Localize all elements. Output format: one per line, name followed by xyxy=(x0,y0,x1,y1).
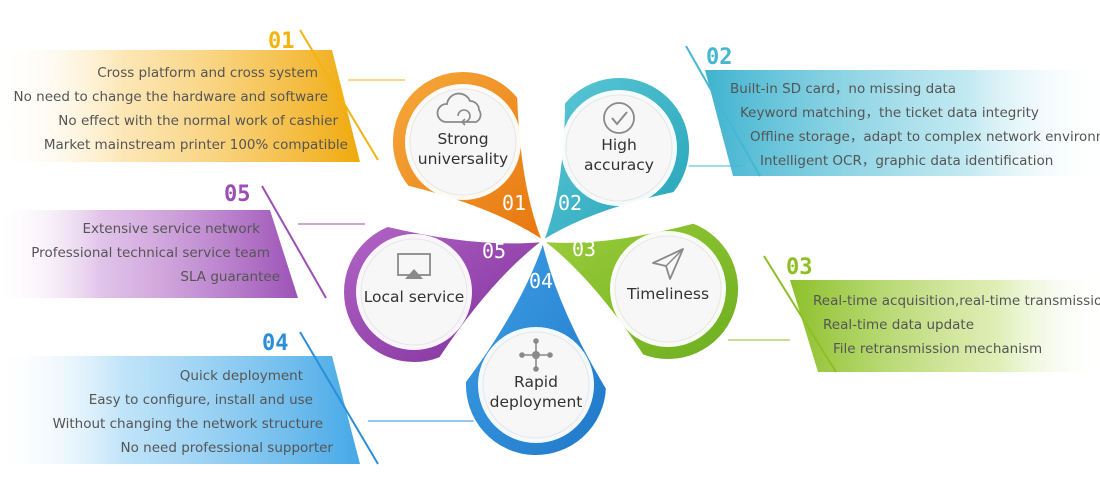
feature-item-04-3: Without changing the network structure xyxy=(53,416,323,432)
feature-band-02 xyxy=(705,70,1100,176)
feature-band-03 xyxy=(790,280,1100,372)
feature-item-02-4: Intelligent OCR，graphic data identificat… xyxy=(760,153,1053,169)
screen-cast-icon xyxy=(397,253,431,279)
feature-circle-01 xyxy=(409,88,517,196)
feature-item-01-2: No need to change the hardware and softw… xyxy=(14,89,328,105)
feature-item-01-1: Cross platform and cross system xyxy=(97,65,318,81)
paper-plane-icon xyxy=(652,248,684,280)
feature-circle-03 xyxy=(614,235,722,343)
section-number-03: 03 xyxy=(786,255,813,280)
feature-title-04-line-1: Rapid xyxy=(514,373,558,391)
accent-slash-02 xyxy=(685,45,761,177)
feature-item-04-2: Easy to configure, install and use xyxy=(89,392,313,408)
petal-number-01: 01 xyxy=(502,191,526,215)
feature-item-05-1: Extensive service network xyxy=(82,221,260,237)
feature-item-02-3: Offline storage，adapt to complex network… xyxy=(750,129,1100,145)
feature-title-03-line-1: Timeliness xyxy=(626,285,709,303)
feature-item-04-4: No need professional supporter xyxy=(121,440,334,456)
feature-item-04-1: Quick deployment xyxy=(180,368,303,384)
section-number-01: 01 xyxy=(268,29,295,54)
feature-item-01-4: Market mainstream printer 100% compatibl… xyxy=(44,137,348,153)
cloud-sync-icon xyxy=(436,92,482,126)
feature-item-05-3: SLA guarantee xyxy=(180,269,280,285)
feature-title-02-line-2: accuracy xyxy=(584,156,654,174)
feature-item-05-2: Professional technical service team xyxy=(31,245,270,261)
feature-band-04 xyxy=(0,356,360,464)
feature-item-03-1: Real-time acquisition,real-time transmis… xyxy=(813,293,1100,309)
feature-band-01 xyxy=(0,50,360,162)
accent-slash-04 xyxy=(299,331,379,465)
feature-title-05-line-1: Local service xyxy=(364,288,465,306)
accent-slash-03 xyxy=(763,255,837,373)
feature-item-03-3: File retransmission mechanism xyxy=(833,341,1042,357)
feature-item-02-2: Keyword matching，the ticket data integri… xyxy=(740,105,1039,121)
feature-title-02-line-1: High xyxy=(601,136,637,154)
petal-number-02: 02 xyxy=(558,191,582,215)
petal-number-04: 04 xyxy=(529,269,553,293)
section-number-04: 04 xyxy=(262,331,289,356)
feature-title-04-line-2: deployment xyxy=(490,393,583,411)
petal-number-03: 03 xyxy=(572,237,596,261)
feature-item-03-2: Real-time data update xyxy=(823,317,974,333)
feature-title-01-line-2: universality xyxy=(418,150,508,168)
network-nodes-icon xyxy=(519,338,553,372)
feature-band-05 xyxy=(0,210,298,298)
accent-slash-01 xyxy=(299,29,379,161)
center-point xyxy=(540,238,546,244)
feature-circle-02 xyxy=(565,94,673,202)
section-number-02: 02 xyxy=(706,45,733,70)
accent-slash-05 xyxy=(261,185,327,299)
feature-circle-04 xyxy=(482,331,590,439)
checkmark-circle-icon xyxy=(603,102,635,134)
feature-circle-05 xyxy=(360,238,468,346)
feature-title-01-line-1: Strong xyxy=(437,130,488,148)
petal-number-05: 05 xyxy=(482,239,506,263)
section-number-05: 05 xyxy=(224,182,251,207)
feature-item-02-1: Built-in SD card，no missing data xyxy=(730,81,956,97)
feature-item-01-3: No effect with the normal work of cashie… xyxy=(58,113,338,129)
